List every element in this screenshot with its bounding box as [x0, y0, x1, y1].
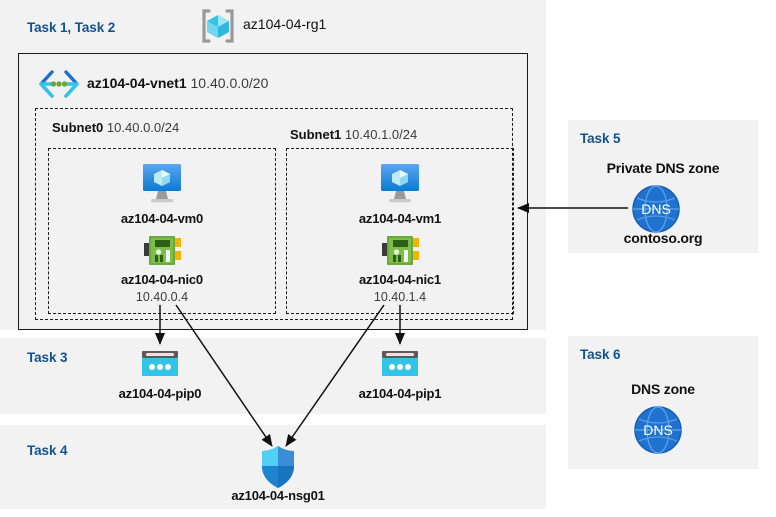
- resource-group-name: az104-04-rg1: [243, 16, 327, 32]
- dns-globe-text: DNS: [643, 422, 673, 438]
- nic1-ip: 10.40.1.4: [373, 290, 427, 304]
- virtual-network-icon: [36, 68, 82, 100]
- pip0-label: az104-04-pip0: [118, 386, 202, 401]
- nic0-ip: 10.40.0.4: [135, 290, 189, 304]
- divider-band: [0, 330, 546, 338]
- dns-globe-text: DNS: [641, 201, 671, 217]
- vnet-name: az104-04-vnet1: [87, 75, 187, 91]
- task-label-6: Task 6: [580, 347, 621, 362]
- nic0-label: az104-04-nic0: [121, 272, 203, 287]
- private-dns-zone-heading: Private DNS zone: [606, 160, 720, 176]
- vnet-cidr: 10.40.0.0/20: [190, 75, 269, 91]
- pip1-label: az104-04-pip1: [358, 386, 442, 401]
- dns-zone-heading: DNS zone: [631, 381, 695, 397]
- vm0-label: az104-04-vm0: [120, 211, 204, 226]
- subnet0-title: Subnet0 10.40.0.0/24: [52, 120, 179, 135]
- subnet0-name: Subnet0: [52, 120, 104, 135]
- network-interface-icon: [380, 233, 422, 269]
- dns-globe-icon: DNS: [630, 183, 682, 235]
- virtual-machine-icon: [375, 160, 425, 206]
- resource-group-cube-icon: [198, 6, 238, 46]
- task-label-5: Task 5: [580, 131, 621, 146]
- vm1-label: az104-04-vm1: [358, 211, 442, 226]
- subnet0-cidr: 10.40.0.0/24: [106, 120, 180, 135]
- divider-band: [0, 509, 546, 517]
- vnet-title: az104-04-vnet1 10.40.0.0/20: [87, 75, 268, 91]
- nic1-label: az104-04-nic1: [359, 272, 441, 287]
- network-security-group-shield-icon: [258, 444, 298, 490]
- subnets-container: [35, 108, 513, 320]
- nsg-label: az104-04-nsg01: [231, 488, 325, 503]
- private-dns-zone-name: contoso.org: [623, 230, 703, 246]
- subnet1-cidr: 10.40.1.0/24: [344, 127, 418, 142]
- divider-band: [0, 414, 546, 425]
- network-interface-icon: [142, 233, 184, 269]
- subnet1-title: Subnet1 10.40.1.0/24: [290, 127, 417, 142]
- task-label-1-2: Task 1, Task 2: [27, 20, 116, 35]
- dns-globe-icon: DNS: [632, 404, 684, 456]
- subnet1-name: Subnet1: [290, 127, 342, 142]
- public-ip-address-icon: [138, 348, 182, 380]
- subnet0-box: [48, 148, 276, 314]
- virtual-machine-icon: [137, 160, 187, 206]
- task3-panel: [18, 338, 546, 414]
- public-ip-address-icon: [378, 348, 422, 380]
- task-label-4: Task 4: [27, 443, 68, 458]
- task-label-3: Task 3: [27, 350, 68, 365]
- virtual-network-box: [18, 53, 528, 330]
